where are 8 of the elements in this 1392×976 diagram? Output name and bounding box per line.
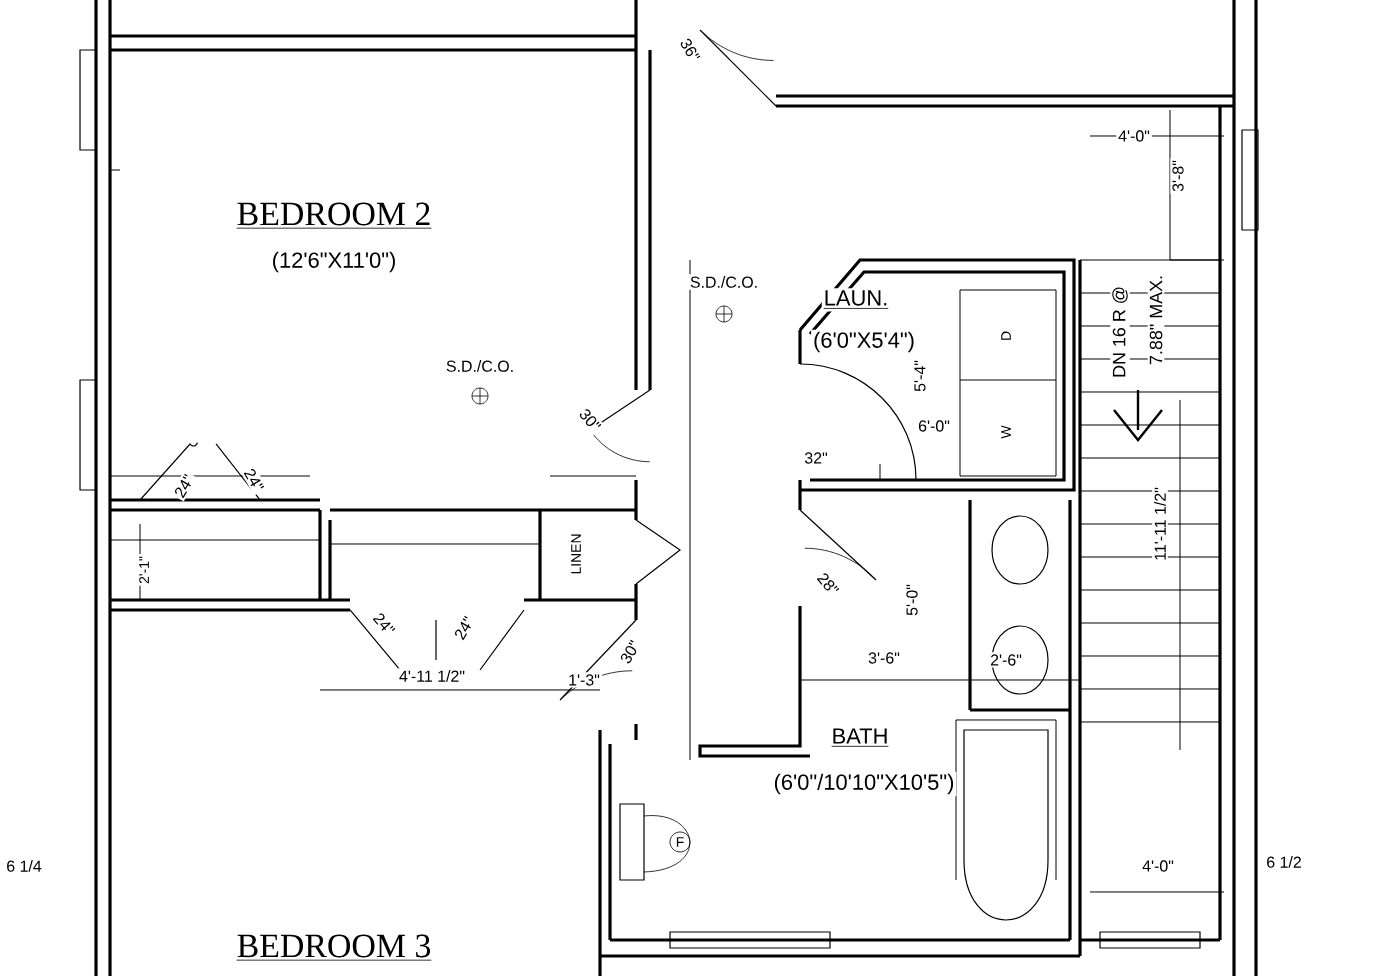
room-label: BEDROOM 3 xyxy=(234,932,434,964)
room-dimensions: (6'0"X5'4") xyxy=(811,329,917,355)
room-label: BEDROOM 2 xyxy=(234,200,434,232)
dimension-label: DN 16 R @ xyxy=(1110,284,1130,380)
room-dimensions: (6'0"/10'10"X10'5") xyxy=(771,771,957,797)
room-label: BATH xyxy=(829,726,891,750)
room-dimensions: (12'6"X11'0") xyxy=(269,249,399,275)
room-label: LAUN. xyxy=(821,288,891,312)
